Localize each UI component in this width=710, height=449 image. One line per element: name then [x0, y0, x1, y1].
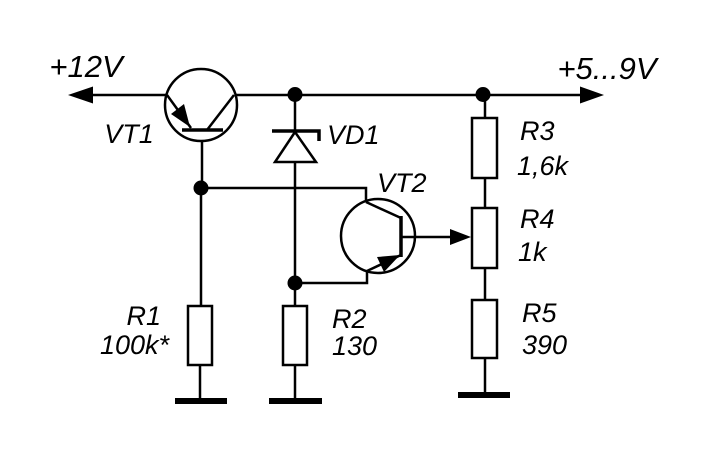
r4-label: R4 [520, 204, 555, 234]
r5-resistor: R5 390 [470, 298, 567, 360]
vt1-body-circle [163, 67, 239, 143]
input-rail-label: +12V [49, 49, 126, 84]
junction-dots [193, 87, 491, 291]
r2-body [281, 304, 309, 367]
input-arrowhead-icon [68, 86, 93, 104]
vt2-label: VT2 [377, 168, 427, 198]
vd1-label: VD1 [327, 120, 380, 150]
r3-resistor: R3 1,6k [470, 116, 570, 181]
vd1-cathode-bar [272, 129, 321, 141]
vt2-emitter-wire [295, 271, 369, 285]
junction-dot-vd1-rail [287, 87, 303, 102]
r1-value: 100k* [100, 330, 171, 360]
vt1-label: VT1 [104, 119, 154, 149]
r5-body [470, 298, 499, 360]
r2-label: R2 [332, 304, 367, 334]
r4-value: 1k [518, 237, 548, 267]
vt1-transistor: VT1 [104, 67, 239, 149]
vt2-transistor: VT2 [339, 168, 471, 275]
r1-resistor: R1 100k* [100, 301, 214, 367]
vt2-emitter-arrow-icon [377, 255, 400, 272]
wires [198, 95, 487, 400]
r3-value: 1,6k [517, 151, 570, 181]
r4-body [470, 206, 499, 270]
input-rail: +12V [49, 49, 166, 104]
junction-dot-r3-rail [475, 87, 491, 102]
vt2-collector-wire [201, 186, 368, 202]
vt1-collector-lead [206, 94, 235, 131]
vt2-collector-lead [365, 200, 402, 220]
junction-dot-vt1-base [193, 180, 209, 196]
r2-value: 130 [332, 331, 377, 361]
r4-potentiometer: R4 1k [470, 204, 555, 270]
r1-label: R1 [126, 301, 161, 331]
vd1-anode-triangle [272, 129, 319, 164]
output-rail-label: +5...9V [557, 51, 659, 86]
junction-dot-vd1-r2 [287, 275, 303, 291]
vd1-zener-diode: VD1 [272, 120, 380, 164]
r4-wiper-arrow-icon [450, 229, 471, 245]
r1-body [186, 304, 214, 367]
ground-symbols [175, 392, 510, 404]
r2-resistor: R2 130 [281, 304, 377, 367]
r3-body [470, 116, 499, 180]
output-arrowhead-icon [580, 86, 604, 104]
r5-label: R5 [522, 298, 557, 328]
r5-value: 390 [522, 330, 567, 360]
vt1-emitter-arrow-icon [171, 104, 190, 127]
r3-label: R3 [520, 116, 555, 146]
